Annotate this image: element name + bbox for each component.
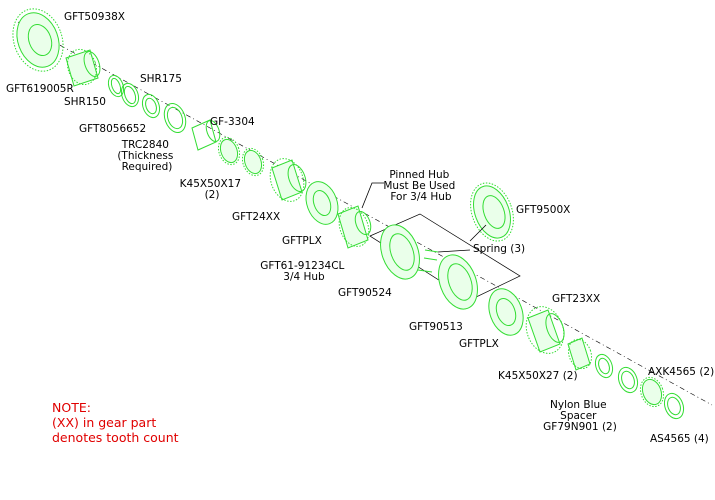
ring-gft90513 xyxy=(438,254,478,310)
plate-gftplx-1 xyxy=(305,181,339,225)
washer-as4565-1 xyxy=(617,366,639,394)
washer-gft8056652 xyxy=(141,93,161,119)
gear-gft50938x xyxy=(12,8,64,72)
label-gf-3304: GF-3304 xyxy=(210,116,255,128)
label-gft23xx: GFT23XX xyxy=(552,293,600,305)
label-gft9500x: GFT9500X xyxy=(516,204,570,216)
gear-gft23xx xyxy=(525,306,565,354)
bearing-axk4565 xyxy=(639,376,665,408)
snap-ring-shr175 xyxy=(107,74,125,98)
hub-gft61-91234cl xyxy=(337,205,372,249)
label-shr175: SHR175 xyxy=(140,73,182,85)
label-gft8056652: GFT8056652 xyxy=(79,123,146,135)
gear-gft619005r xyxy=(65,48,101,87)
label-k45x50x27: K45X50X27 (2) xyxy=(498,370,578,382)
snap-ring-shr150 xyxy=(120,82,140,108)
label-shr150: SHR150 xyxy=(64,96,106,108)
plate-gftplx-2 xyxy=(488,288,524,336)
bearing-k45x50x27 xyxy=(567,337,593,371)
ring-gft90524 xyxy=(380,224,420,280)
label-gft61-hub: GFT61-91234CL 3/4 Hub xyxy=(260,260,347,283)
leader-pinned-hub xyxy=(361,182,384,209)
label-pinned-hub: Pinned Hub Must Be Used For 3/4 Hub xyxy=(383,169,458,203)
thrust-washer-trc2840 xyxy=(163,102,187,134)
hub-assembly-frame xyxy=(369,213,521,301)
washer-as4565-2 xyxy=(663,392,685,420)
gear-gft9500x xyxy=(470,182,514,242)
label-gftplx-1: GFTPLX xyxy=(282,235,322,247)
label-trc2840: TRC2840 (Thickness Required) xyxy=(117,139,176,173)
label-spring: Spring (3) xyxy=(473,243,525,255)
label-axk4565: AXK4565 (2) xyxy=(648,366,714,378)
label-gft619005r: GFT619005R xyxy=(6,83,74,95)
bushing-gf-3304 xyxy=(191,119,221,151)
label-gftplx-2: GFTPLX xyxy=(459,338,499,350)
label-gft90524: GFT90524 xyxy=(338,287,392,299)
label-nylon-spacer: Nylon Blue Spacer GF79N901 (2) xyxy=(543,399,617,433)
bearing-k45x50x17-1 xyxy=(217,136,241,166)
gear-gft24xx xyxy=(269,158,307,202)
springs xyxy=(417,249,439,273)
label-k45x50x17: K45X50X17 (2) xyxy=(180,178,245,201)
label-gft50938x: GFT50938X xyxy=(64,11,125,23)
label-gft90513: GFT90513 xyxy=(409,321,463,333)
bearing-k45x50x17-2 xyxy=(241,147,265,177)
label-as4565: AS4565 (4) xyxy=(650,433,709,445)
label-gft24xx: GFT24XX xyxy=(232,211,280,223)
leader-spring xyxy=(437,249,471,253)
spacer-gf79n901 xyxy=(594,353,614,379)
leader-gft9500x xyxy=(469,224,487,242)
note-text: NOTE: (XX) in gear part denotes tooth co… xyxy=(52,400,179,445)
